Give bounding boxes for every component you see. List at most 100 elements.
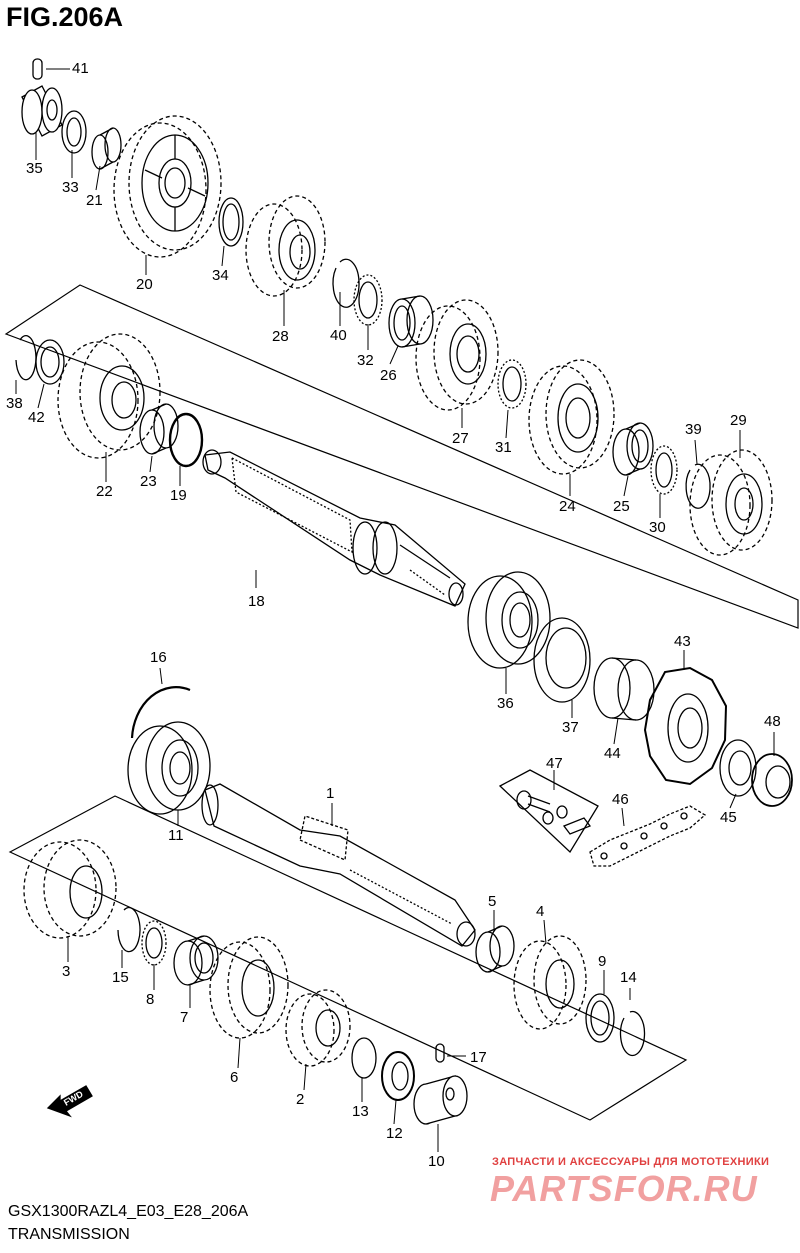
part-20-large-gear — [113, 115, 222, 258]
callout-leader-21 — [95, 165, 101, 191]
callout-number-37: 37 — [562, 719, 579, 736]
callout-number-2: 2 — [296, 1091, 304, 1108]
callout-number-23: 23 — [140, 473, 157, 490]
section-name: TRANSMISSION — [8, 1226, 130, 1243]
part-1-driveshaft — [201, 783, 476, 947]
part-29-gear — [689, 449, 773, 556]
callout-number-17: 17 — [470, 1049, 487, 1066]
part-14-circlip — [619, 1010, 646, 1057]
callout-number-7: 7 — [180, 1009, 188, 1026]
part-42-washer — [35, 339, 65, 385]
callout-number-6: 6 — [230, 1069, 238, 1086]
part-22-gear — [57, 333, 161, 459]
callout-number-46: 46 — [612, 791, 629, 808]
callout-number-13: 13 — [352, 1103, 369, 1120]
callout-number-21: 21 — [86, 192, 103, 209]
part-18-countershaft — [202, 449, 466, 607]
part-28-gear — [245, 195, 326, 297]
callout-number-40: 40 — [330, 327, 347, 344]
callout-number-15: 15 — [112, 969, 129, 986]
callout-number-48: 48 — [764, 713, 781, 730]
part-38-circlip — [15, 335, 37, 381]
callout-number-33: 33 — [62, 179, 79, 196]
watermark-tagline: ЗАПЧАСТИ И АКСЕССУАРЫ ДЛЯ МОТОТЕХНИКИ — [492, 1156, 770, 1168]
part-45-washer — [719, 739, 757, 797]
callout-leader-25 — [623, 475, 629, 497]
callout-number-45: 45 — [720, 809, 737, 826]
part-32-washer — [353, 274, 383, 326]
figure-title: FIG.206A — [6, 2, 124, 32]
callout-number-35: 35 — [26, 160, 43, 177]
part-35-collar — [21, 85, 63, 137]
part-10-collar — [413, 1075, 468, 1125]
callout-leader-39 — [694, 439, 698, 465]
part-48-nut — [751, 753, 793, 807]
callout-number-42: 42 — [28, 409, 45, 426]
callout-number-26: 26 — [380, 367, 397, 384]
callout-number-32: 32 — [357, 352, 374, 369]
callout-leader-6 — [237, 1037, 241, 1069]
part-23-bushing — [139, 403, 179, 455]
callout-number-25: 25 — [613, 498, 630, 515]
part-24-gear — [528, 359, 615, 475]
callout-number-14: 14 — [620, 969, 637, 986]
callout-number-9: 9 — [598, 953, 606, 970]
part-13-ring — [351, 1037, 377, 1079]
part-5-bushing — [475, 925, 515, 973]
part-44-spacer — [593, 657, 655, 721]
callout-number-44: 44 — [604, 745, 621, 762]
part-41-pin — [32, 58, 43, 80]
part-27-gear — [415, 299, 499, 411]
part-30-washer — [650, 445, 678, 495]
callout-leader-23 — [149, 455, 153, 473]
callout-number-12: 12 — [386, 1125, 403, 1142]
callout-number-5: 5 — [488, 893, 496, 910]
driveshaft-group-outline — [8, 795, 688, 1121]
callout-number-11: 11 — [168, 827, 184, 844]
callout-number-4: 4 — [536, 903, 544, 920]
callout-number-1: 1 — [326, 785, 334, 802]
part-47-chain-joint-kit — [498, 769, 599, 854]
callout-number-34: 34 — [212, 267, 229, 284]
callout-number-8: 8 — [146, 991, 154, 1008]
part-40-circlip — [332, 258, 360, 308]
part-12-washer — [381, 1051, 415, 1101]
part-25-bearing — [612, 422, 654, 476]
callout-number-3: 3 — [62, 963, 70, 980]
part-8-washer — [141, 920, 167, 966]
part-43-sprocket — [643, 666, 728, 786]
callout-number-39: 39 — [685, 421, 702, 438]
callout-number-27: 27 — [452, 430, 469, 447]
callout-number-22: 22 — [96, 483, 113, 500]
callout-number-30: 30 — [649, 519, 666, 536]
callout-number-47: 47 — [546, 755, 563, 772]
part-2-gear — [285, 989, 351, 1067]
part-36-bearing — [467, 571, 551, 669]
watermark-logo: PARTSFOR.RU — [490, 1168, 758, 1209]
part-17-pin — [435, 1043, 445, 1063]
part-6-gear — [209, 936, 289, 1039]
callout-number-31: 31 — [495, 439, 512, 456]
part-21-bushing — [91, 127, 122, 170]
countershaft-group-outline — [4, 284, 799, 629]
part-15-circlip — [117, 906, 141, 953]
callout-number-36: 36 — [497, 695, 514, 712]
part-9-washer — [585, 993, 615, 1043]
callout-number-24: 24 — [559, 498, 576, 515]
part-31-washer — [497, 359, 527, 409]
callout-number-29: 29 — [730, 412, 747, 429]
part-26-bearing — [388, 295, 434, 348]
callout-leader-2 — [303, 1063, 307, 1091]
callout-number-28: 28 — [272, 328, 289, 345]
callout-leader-26 — [389, 345, 399, 365]
callout-number-43: 43 — [674, 633, 691, 650]
part-46-drive-chain — [589, 805, 707, 867]
part-37-washer — [533, 617, 591, 703]
part-11-bearing — [127, 721, 211, 815]
part-34-washer — [218, 197, 244, 247]
callout-leader-34 — [221, 245, 225, 267]
callout-number-38: 38 — [6, 395, 23, 412]
callout-number-41: 41 — [72, 60, 89, 77]
callout-number-18: 18 — [248, 593, 265, 610]
